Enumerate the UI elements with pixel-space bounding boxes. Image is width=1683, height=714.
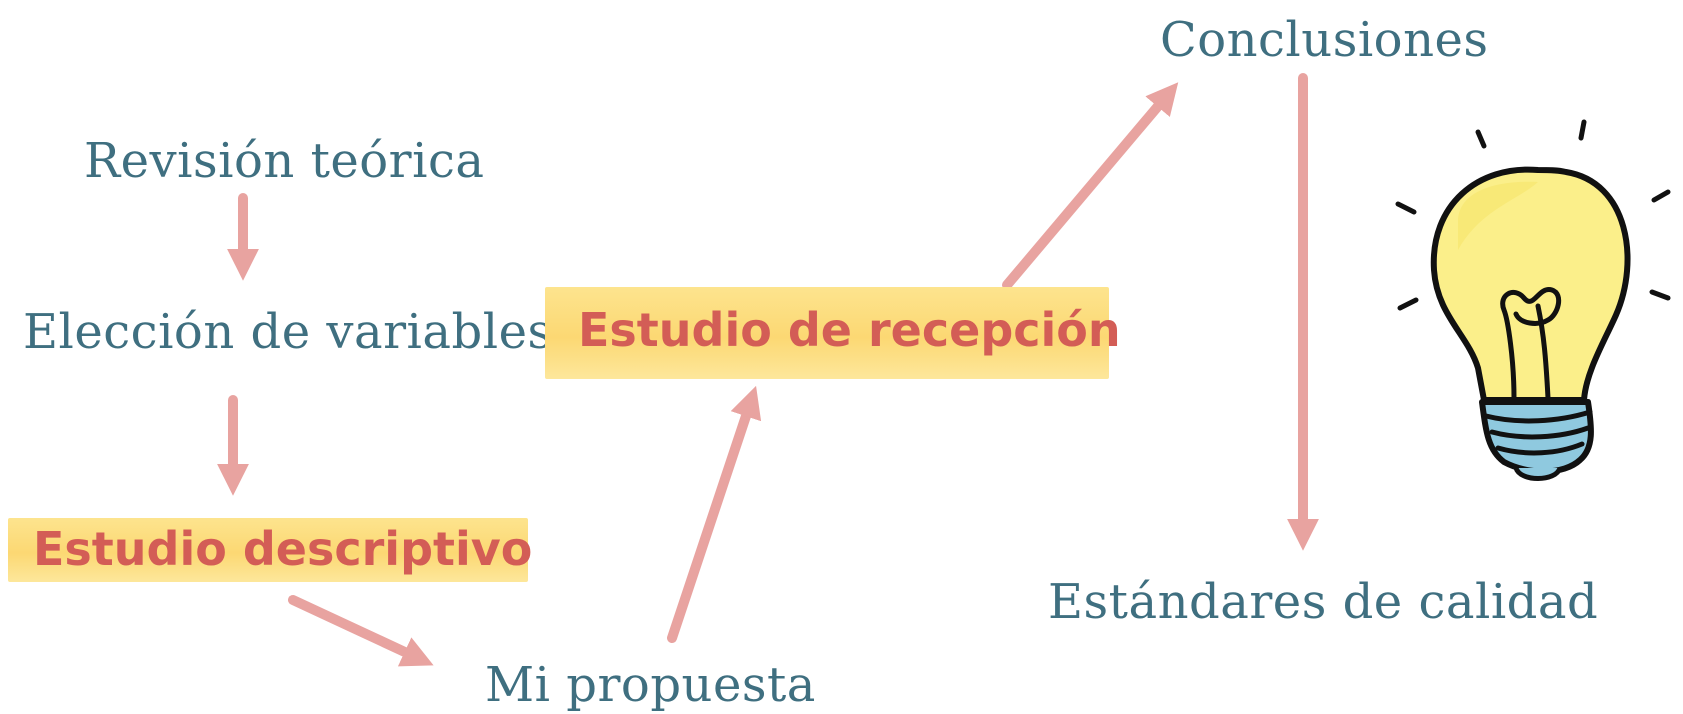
arrow-propuesta-to-recepcion [667,385,762,643]
node-eleccion-variables: Elección de variables [23,304,553,360]
node-revision-teorica: Revisión teórica [84,133,485,189]
lightbulb-icon [1395,119,1671,481]
node-estudio-recepcion: Estudio de recepción [578,303,1121,357]
node-estudio-descriptivo: Estudio descriptivo [33,522,533,576]
node-mi-propuesta: Mi propuesta [485,657,816,713]
node-conclusiones: Conclusiones [1160,12,1489,68]
highlight-estudio-descriptivo [8,518,528,582]
highlight-estudio-recepcion [545,287,1109,379]
node-estandares-calidad: Estándares de calidad [1048,574,1599,630]
arrow-descriptivo-to-propuesta [288,595,434,667]
arrow-recepcion-to-conclusiones [1002,82,1179,290]
